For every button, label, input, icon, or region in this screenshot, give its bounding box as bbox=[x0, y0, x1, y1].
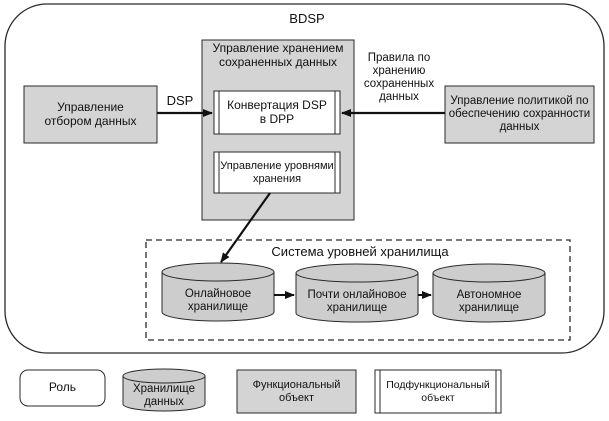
dsp-edge-label: DSP bbox=[166, 92, 194, 108]
dsp-conversion-label: Конвертация DSP в DPP bbox=[227, 97, 327, 126]
retention-policy-box bbox=[444, 85, 595, 144]
legend-functional-label: Функциональный объект bbox=[252, 378, 341, 404]
legend-role-label: Роль bbox=[48, 380, 77, 395]
online-storage-cylinder bbox=[161, 262, 275, 322]
data-selection-label: Управление отбором данных bbox=[44, 99, 137, 128]
offline-storage-cylinder bbox=[432, 263, 546, 323]
data-selection-box bbox=[23, 85, 158, 144]
storage-management-label: Управление хранением сохраненных данных bbox=[212, 41, 344, 69]
legend-role-shape bbox=[19, 369, 106, 407]
legend-storage-label: Хранилище данных bbox=[132, 382, 196, 408]
nearline-storage-cylinder bbox=[295, 263, 419, 323]
legend-storage-shape bbox=[122, 368, 206, 412]
tier-system-label: Система уровней хранилища bbox=[271, 243, 449, 259]
rules-edge-label: Правила по хранению сохраненных данных bbox=[363, 51, 435, 104]
level-management-box bbox=[213, 151, 341, 194]
tier-arrow bbox=[220, 192, 271, 263]
nearline-storage-label: Почти онлайновое хранилище bbox=[307, 288, 407, 314]
dsp-conversion-box bbox=[213, 90, 341, 135]
legend-functional-shape bbox=[236, 369, 357, 414]
bdsp-title: BDSP bbox=[289, 10, 325, 26]
offline-storage-label: Автономное хранилище bbox=[456, 288, 522, 314]
level-management-label: Управление уровнями хранения bbox=[220, 159, 334, 185]
legend-subfunctional-shape bbox=[374, 369, 502, 414]
online-storage-label: Онлайновое хранилище bbox=[184, 287, 252, 313]
legend-subfunctional-label: Подфункциональный объект bbox=[386, 379, 490, 404]
tier-system-box bbox=[145, 239, 571, 341]
retention-policy-label: Управление политикой по обеспечению сохр… bbox=[448, 94, 591, 134]
